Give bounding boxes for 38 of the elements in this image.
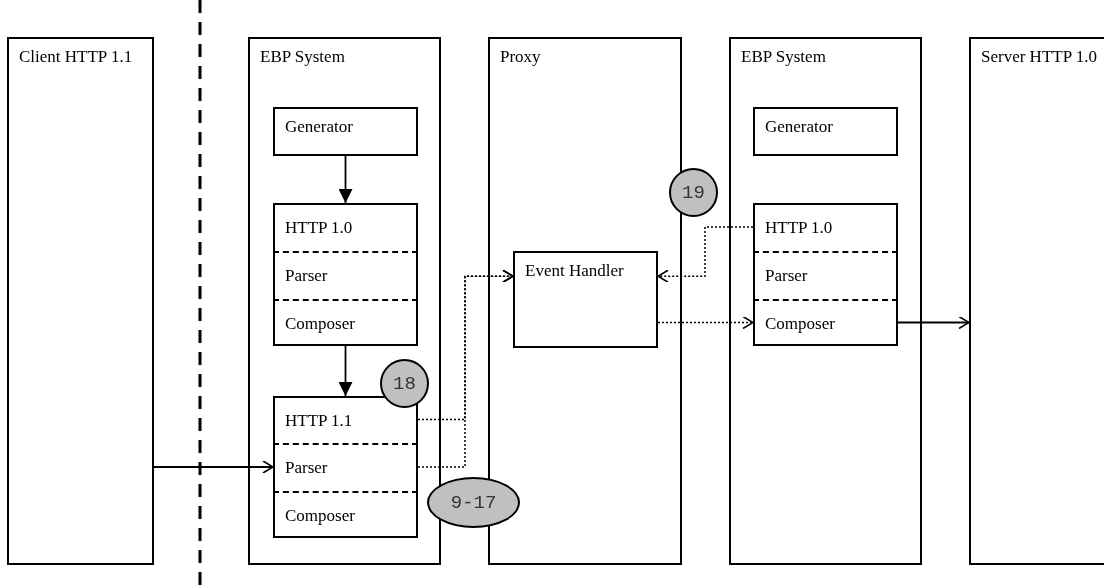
node-label: Client HTTP 1.1 [19, 47, 134, 67]
node-label: Parser [765, 266, 809, 286]
component-box [273, 107, 418, 156]
column-panel [7, 37, 154, 565]
node-label: Parser [285, 458, 329, 478]
node-label: 19 [681, 182, 706, 203]
node-label: Generator [765, 117, 834, 137]
node-label: Server HTTP 1.0 [981, 47, 1098, 67]
node-label: 9-17 [449, 492, 498, 513]
node-label: Composer [765, 313, 836, 334]
node-label: EBP System [260, 47, 346, 67]
component-box [513, 251, 658, 348]
column-panel [248, 37, 441, 565]
node-label: HTTP 1.0 [285, 218, 354, 238]
arrow [338, 345, 353, 397]
node-label: Event Handler [525, 261, 625, 281]
node-label: Generator [285, 117, 354, 137]
arrow [153, 460, 274, 474]
component-box [753, 107, 898, 156]
node-label: HTTP 1.1 [285, 410, 354, 431]
node-label: Proxy [500, 47, 542, 67]
node-label: EBP System [741, 47, 827, 67]
layer-stack-box [273, 203, 418, 346]
arrow [897, 315, 970, 330]
node-label: Parser [285, 266, 329, 286]
node-label: 18 [392, 373, 417, 394]
column-panel [729, 37, 922, 565]
callout-number [669, 168, 718, 217]
node-label: Composer [285, 505, 356, 526]
arrow [417, 269, 514, 468]
callout-number [380, 359, 429, 408]
node-label: Composer [285, 313, 356, 334]
arrow [657, 226, 754, 283]
arrow [657, 315, 754, 330]
column-panel [969, 37, 1104, 565]
node-label: HTTP 1.0 [765, 218, 834, 238]
arrow [338, 155, 353, 204]
layer-stack-box [753, 203, 898, 346]
